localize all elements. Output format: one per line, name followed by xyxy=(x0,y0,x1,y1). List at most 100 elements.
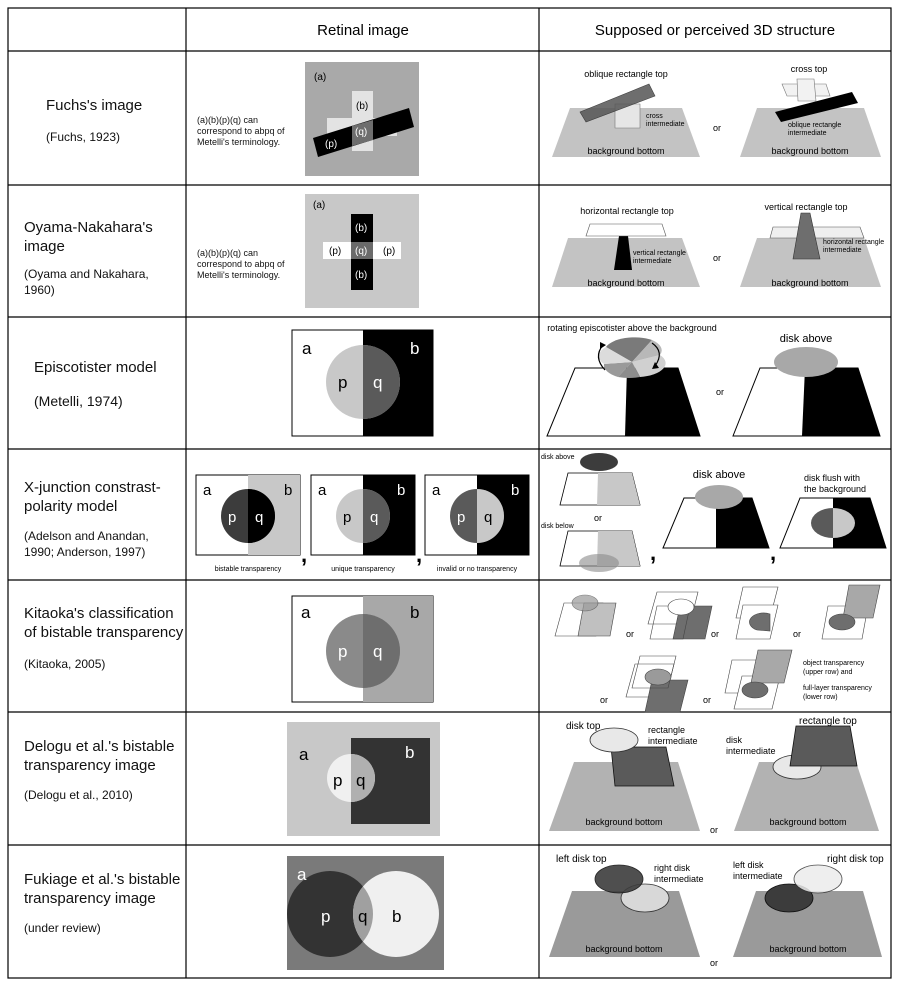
fuchs-label-a: (a) xyxy=(314,72,326,83)
xjunction-comma-3: , xyxy=(650,540,656,565)
kitaoka-legend-2: (upper row) and xyxy=(803,669,853,676)
oyama-label-b-bottom: (b) xyxy=(355,270,367,281)
fukiage-left-top-label: left disk top xyxy=(556,854,607,865)
row-name: Fuchs's image xyxy=(46,97,143,114)
xjunction-comma-1: , xyxy=(301,542,307,567)
xjunction-1-caption: bistable transparency xyxy=(215,566,282,573)
xjunction-3-label-p: p xyxy=(457,509,465,526)
fuchs-or: or xyxy=(713,123,721,133)
episcotister-right-label: disk above xyxy=(780,333,833,345)
fukiage-right-bottom-label: background bottom xyxy=(769,944,846,954)
oyama-right-mid-label-1: horizontal rectangle xyxy=(823,239,884,246)
fuchs-right-bottom-label: background bottom xyxy=(771,146,848,156)
delogu-left-mid-label-2: intermediate xyxy=(648,736,698,746)
xjunction-2-label-p: p xyxy=(343,509,351,526)
xjunction-2-label-q: q xyxy=(370,509,378,526)
kitaoka-label-q: q xyxy=(373,642,382,661)
delogu-left-mid-label-1: rectangle xyxy=(648,725,685,735)
episcotister-label-q: q xyxy=(373,373,382,392)
xjunction-panel-invalid: a b p q invalid or no transparency xyxy=(424,474,530,573)
oyama-3d-structure: horizontal rectangle top vertical rectan… xyxy=(552,202,884,288)
kitaoka-retinal-image: a b p q xyxy=(291,595,434,703)
xjunction-2-label-b: b xyxy=(397,482,405,499)
xjunction-3-caption: invalid or no transparency xyxy=(437,566,518,573)
delogu-or: or xyxy=(710,825,718,835)
row-name: Oyama-Nakahara's image xyxy=(24,219,153,255)
xjunction-2-label-a: a xyxy=(318,482,327,499)
oyama-terminology-note: (a)(b)(p)(q) can correspond to abpq of M… xyxy=(197,248,285,280)
episcotister-label-a: a xyxy=(302,339,312,358)
row-xjunction-name-cell: X-junction constrast-polarity model (Ade… xyxy=(24,478,182,560)
fuchs-right-top-label: cross top xyxy=(791,64,828,74)
row-fuchs-name-cell: Fuchs's image (Fuchs, 1923) xyxy=(46,96,182,145)
kitaoka-or-1: or xyxy=(626,629,634,639)
fuchs-right-mid-label-1: oblique rectangle xyxy=(788,122,841,129)
row-citation: (Adelson and Anandan, 1990; Anderson, 19… xyxy=(24,529,149,559)
fuchs-retinal-image: (a) (b) (q) (p) xyxy=(305,62,419,176)
kitaoka-legend-1: object transparency xyxy=(803,660,865,667)
row-citation: (Kitaoka, 2005) xyxy=(24,657,106,671)
fuchs-label-b: (b) xyxy=(356,101,368,112)
fuchs-left-top-label: oblique rectangle top xyxy=(584,69,668,79)
oyama-left-mid-label-2: intermediate xyxy=(633,258,672,265)
episcotister-label-b: b xyxy=(410,339,419,358)
kitaoka-label-b: b xyxy=(410,603,419,622)
episcotister-or: or xyxy=(716,387,724,397)
delogu-label-b: b xyxy=(405,743,414,762)
row-citation: (Oyama and Nakahara, 1960) xyxy=(24,267,149,297)
delogu-right-bottom-label: background bottom xyxy=(769,817,846,827)
row-name: X-junction constrast-polarity model xyxy=(24,479,161,515)
oyama-left-top-label: horizontal rectangle top xyxy=(580,206,674,216)
oyama-right-top-label: vertical rectangle top xyxy=(764,202,847,212)
xjunction-2-caption: unique transparency xyxy=(331,566,395,573)
oyama-left-bottom-label: background bottom xyxy=(587,278,664,288)
kitaoka-or-5: or xyxy=(703,695,711,705)
oyama-or: or xyxy=(713,253,721,263)
fukiage-retinal-image: a p q b xyxy=(287,856,444,970)
fukiage-left-mid-label-2: intermediate xyxy=(654,874,704,884)
delogu-label-p: p xyxy=(333,771,342,790)
delogu-label-a: a xyxy=(299,745,309,764)
xjunction-1-label-a: a xyxy=(203,482,212,499)
fuchs-label-q: (q) xyxy=(355,127,367,138)
oyama-label-p-left: (p) xyxy=(329,246,341,257)
header-3d-structure: Supposed or perceived 3D structure xyxy=(595,22,835,39)
oyama-label-b-top: (b) xyxy=(355,223,367,234)
delogu-left-top-label: disk top xyxy=(566,721,601,732)
row-citation: (Delogu et al., 2010) xyxy=(24,788,133,802)
episcotister-left-label: rotating episcotister above the backgrou… xyxy=(547,323,717,333)
delogu-left-bottom-label: background bottom xyxy=(585,817,662,827)
xjunction-3-label-b: b xyxy=(511,482,519,499)
row-name: Delogu et al.'s bistable transparency im… xyxy=(24,738,175,774)
xjunction-disk-below-small: disk below xyxy=(541,523,575,530)
oyama-left-mid-label-1: vertical rectangle xyxy=(633,250,686,257)
xjunction-or-small: or xyxy=(594,513,602,523)
row-episcotister-name-cell: Episcotister model (Metelli, 1974) xyxy=(34,358,182,409)
kitaoka-label-a: a xyxy=(301,603,311,622)
xjunction-panel-unique: a b p q unique transparency xyxy=(310,474,416,573)
xjunction-comma-2: , xyxy=(416,542,422,567)
delogu-right-top-label: rectangle top xyxy=(799,716,857,727)
kitaoka-or-2: or xyxy=(711,629,719,639)
fuchs-label-p: (p) xyxy=(325,139,337,150)
delogu-retinal-image: a b p q xyxy=(287,722,440,836)
row-citation: (under review) xyxy=(24,921,101,935)
delogu-right-mid-label-1: disk xyxy=(726,735,743,745)
fukiage-3d-structure: left disk top right disk intermediate ba… xyxy=(549,854,884,968)
delogu-3d-structure: disk top rectangle intermediate backgrou… xyxy=(549,716,879,835)
row-citation: (Metelli, 1974) xyxy=(34,393,123,409)
xjunction-1-label-q: q xyxy=(255,509,263,526)
fuchs-right-mid-label-2: intermediate xyxy=(788,130,827,137)
fukiage-label-b: b xyxy=(392,907,401,926)
fuchs-left-mid-label-2: intermediate xyxy=(646,121,685,128)
kitaoka-or-4: or xyxy=(600,695,608,705)
episcotister-label-p: p xyxy=(338,373,347,392)
fukiage-label-p: p xyxy=(321,907,330,926)
xjunction-panel-bistable: a b p q bistable transparency xyxy=(195,474,301,573)
oyama-label-a: (a) xyxy=(313,200,325,211)
delogu-label-q: q xyxy=(356,771,365,790)
row-delogu-name-cell: Delogu et al.'s bistable transparency im… xyxy=(24,737,184,803)
oyama-right-bottom-label: background bottom xyxy=(771,278,848,288)
table-grid xyxy=(7,7,892,979)
